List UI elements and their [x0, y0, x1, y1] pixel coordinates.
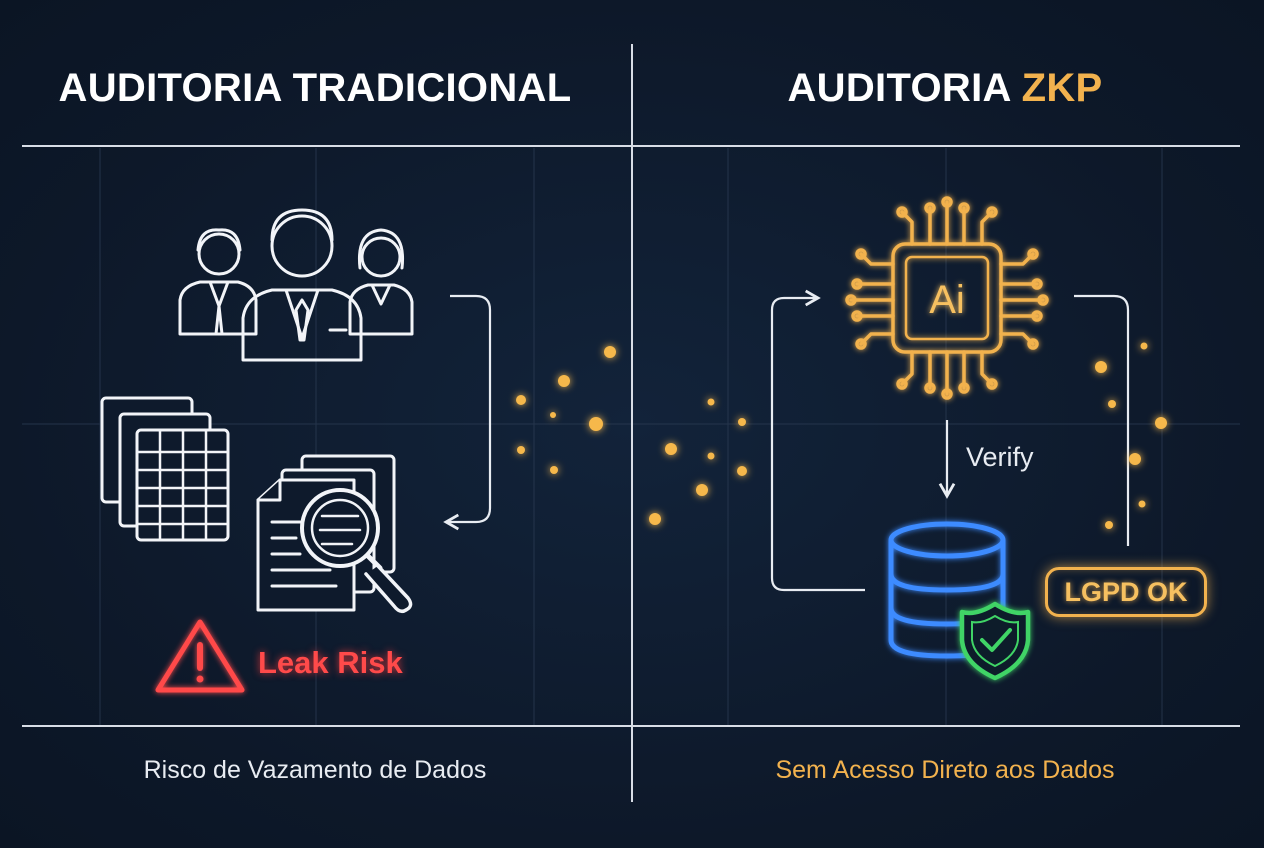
flow-arrow-loop	[770, 289, 865, 592]
panel-title-zkp-accent: ZKP	[1021, 66, 1103, 110]
flow-line-right	[1074, 294, 1130, 546]
frame-lines	[22, 44, 1240, 802]
footer-caption-zkp: Sem Acesso Direto aos Dados	[775, 756, 1115, 784]
lgpd-ok-badge: LGPD OK	[1045, 567, 1207, 617]
footer-caption-traditional: Risco de Vazamento de Dados	[143, 756, 487, 784]
verify-label: Verify	[966, 442, 1034, 472]
panel-title-traditional: AUDITORIA TRADICIONAL	[58, 66, 572, 110]
ai-chip-icon	[845, 196, 1049, 400]
leak-risk-label: Leak Risk	[258, 645, 403, 680]
data-particles	[516, 342, 1167, 529]
warning-icon	[155, 619, 245, 693]
panel-title-zkp: AUDITORIA ZKP	[650, 60, 1240, 116]
document-search-icon	[256, 454, 413, 614]
flow-arrow-left	[443, 294, 492, 531]
ai-chip-label: Ai	[929, 278, 965, 322]
panel-title-zkp-prefix: AUDITORIA	[787, 66, 1022, 110]
people-icon	[178, 208, 414, 362]
spreadsheet-icon	[100, 396, 230, 542]
shield-check-icon	[959, 601, 1031, 681]
